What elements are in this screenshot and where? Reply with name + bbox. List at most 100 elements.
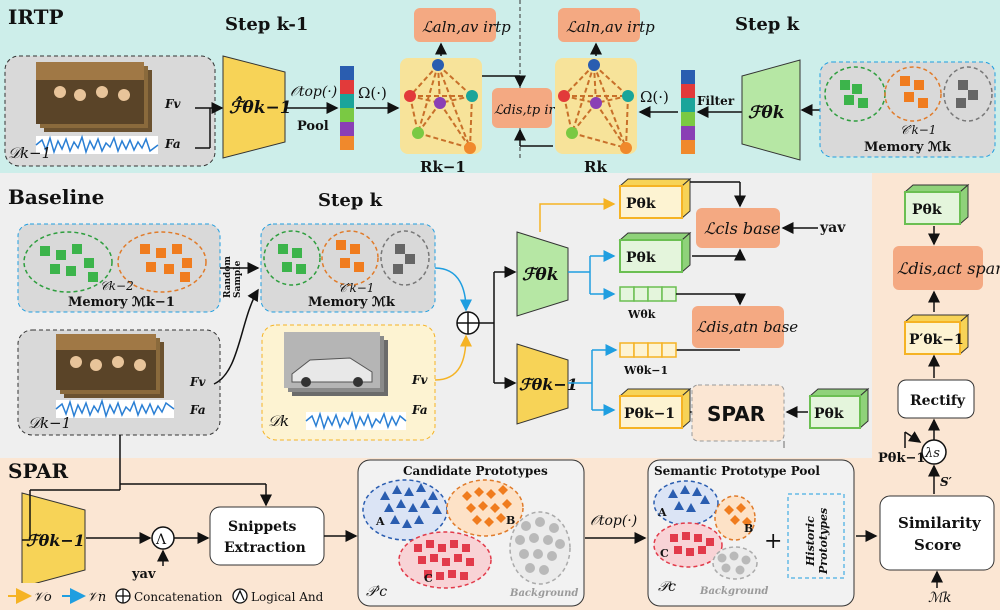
- irtp-otop-label: 𝒪top(·): [290, 84, 337, 100]
- legend-bg: [2, 583, 344, 607]
- graph-r-cur: [563, 64, 629, 149]
- similarity-label-1: Similarity: [898, 514, 982, 532]
- svg-text:Random: Random: [223, 256, 233, 298]
- cluster-b-diamonds: [462, 485, 512, 527]
- s-prime-label: S′: [940, 475, 953, 489]
- baseline-old-model: [516, 343, 569, 425]
- pool-cluster-a-triangles: [668, 485, 710, 512]
- irtp-memory-green-cubes: [840, 80, 868, 108]
- similarity-score-box: [879, 495, 995, 571]
- irtp-filter-label: Filter: [697, 94, 735, 108]
- right-p-prev-label: Pθk−1: [878, 451, 925, 466]
- random-sample-label: Random Sample: [223, 256, 243, 298]
- loss-aln-right: [558, 8, 640, 42]
- baseline-p-theta-k-green-label: Pθk: [626, 250, 656, 266]
- baseline-old-model-label: ℱθk−1: [519, 375, 578, 394]
- baseline-memory-prev-orange-cubes: [140, 244, 192, 282]
- right-p-theta-k-label: Pθk: [912, 202, 942, 218]
- pool-cluster-c-squares: [670, 532, 714, 556]
- right-p-theta-k: [903, 183, 970, 226]
- legend-vn: 𝒱n: [87, 590, 106, 605]
- graph-r-prev-nodes: [404, 59, 478, 154]
- lambda-s-label: λs: [924, 446, 940, 461]
- irtp-step-prev: Step k-1: [225, 14, 308, 35]
- rectify-label: Rectify: [910, 393, 966, 409]
- cluster-b-label: B: [506, 514, 515, 527]
- irtp-fa-label: Fa: [164, 137, 181, 151]
- historic-prototypes-box: [787, 493, 845, 579]
- baseline-new-model: [516, 231, 569, 317]
- baseline-w-theta-k-label: Wθk: [627, 308, 656, 321]
- baseline-fv-prev-label: Fv: [189, 375, 207, 389]
- irtp-memory-box: [819, 61, 996, 158]
- irtp-pool-label: Pool: [297, 119, 329, 134]
- irtp-dataset-label: 𝒟k−1: [8, 144, 51, 162]
- spar-module-label: SPAR: [707, 402, 765, 426]
- similarity-label-2: Score: [914, 536, 961, 554]
- baseline-p-theta-k-top-label: Pθk: [626, 196, 656, 212]
- loss-atn-base: [692, 306, 784, 348]
- pool-background-label: Background: [699, 586, 768, 597]
- rectify-button: [897, 379, 975, 419]
- baseline-memory-prev-box: [17, 223, 221, 313]
- spar-logical-and-label: Λ: [155, 532, 167, 548]
- baseline-memory-cur-green-cubes: [278, 244, 306, 274]
- irtp-memory-label: Memory ℳk: [864, 140, 952, 155]
- video-frames-icon: [36, 62, 152, 132]
- baseline-p-theta-k-right-label: Pθk: [814, 406, 844, 422]
- loss-dis-tp: [492, 88, 552, 128]
- baseline-fa-prev-label: Fa: [189, 403, 206, 417]
- svg-text:Sample: Sample: [233, 260, 243, 298]
- irtp-memory-gray-cubes: [956, 80, 978, 108]
- right-p-prime-label: P′θk−1: [909, 332, 964, 348]
- loss-cls-base: [696, 208, 780, 248]
- baseline-memory-prev-green-cubes: [40, 244, 98, 282]
- baseline-dataset-prev-label: 𝒟k−1: [28, 414, 71, 432]
- baseline-step-label: Step k: [318, 190, 383, 211]
- right-p-prime: [903, 313, 970, 356]
- baseline-memory-cur-gray-cubes: [393, 244, 415, 274]
- snippets-extraction-box: [209, 506, 325, 566]
- baseline-w-theta-prev-label: Wθk−1: [623, 364, 668, 377]
- spar-module-box: [691, 384, 785, 442]
- car-audio-waveform-icon: [305, 410, 407, 431]
- legend-concat-icon: [115, 588, 131, 604]
- irtp-step-cur: Step k: [735, 14, 800, 35]
- baseline-w-theta-k: [619, 286, 677, 302]
- background-label: Background: [509, 588, 578, 599]
- baseline-p-theta-prev-label: Pθk−1: [624, 406, 675, 422]
- svg-text:Prototypes: Prototypes: [817, 508, 830, 575]
- snippets-label-1: Snippets: [228, 519, 297, 535]
- loss-cls-base-label: ℒcls base: [704, 219, 780, 238]
- legend-and-icon: [232, 588, 248, 604]
- loss-aln-right-label: ℒaln,av irtp: [566, 18, 655, 36]
- spar-otop-label: 𝒪top(·): [590, 513, 637, 529]
- pool-cluster-c-label: C: [660, 547, 669, 560]
- historic-prototypes-label: Historic Prototypes: [804, 508, 830, 575]
- baseline-p-theta-k-green: [618, 231, 692, 274]
- irtp-old-model: [222, 55, 286, 159]
- cluster-a-label: A: [375, 515, 385, 528]
- semantic-pool-title: Semantic Prototype Pool: [654, 464, 820, 478]
- baseline-p-theta-k-right: [808, 387, 870, 430]
- irtp-title: IRTP: [8, 5, 64, 29]
- y-av-label: yav: [819, 220, 846, 236]
- irtp-new-model-label: ℱθk: [748, 103, 784, 123]
- loss-dis-act-spar: [893, 246, 983, 290]
- baseline-dataset-cur-label: 𝒟k: [268, 412, 289, 430]
- legend-logical-and: Logical And: [251, 590, 324, 604]
- irtp-memory-orange-cubes: [900, 76, 928, 108]
- irtp-omega-right: Ω(·): [640, 88, 669, 106]
- candidate-prototypes-title: Candidate Prototypes: [403, 464, 548, 478]
- loss-atn-base-label: ℒdis,atn base: [696, 318, 798, 336]
- plus-sign: +: [764, 529, 782, 554]
- irtp-old-model-label: ℱ̂θk−1: [229, 96, 292, 118]
- legend-concatenation: Concatenation: [134, 590, 223, 604]
- loss-dis-act-spar-label: ℒdis,act spar: [897, 259, 1000, 278]
- cluster-a-triangles: [380, 483, 442, 528]
- baseline-c-prev2-label: 𝒞k−2: [100, 279, 134, 293]
- graph-r-prev: [409, 64, 473, 149]
- pool-cluster-b-diamonds: [724, 503, 752, 527]
